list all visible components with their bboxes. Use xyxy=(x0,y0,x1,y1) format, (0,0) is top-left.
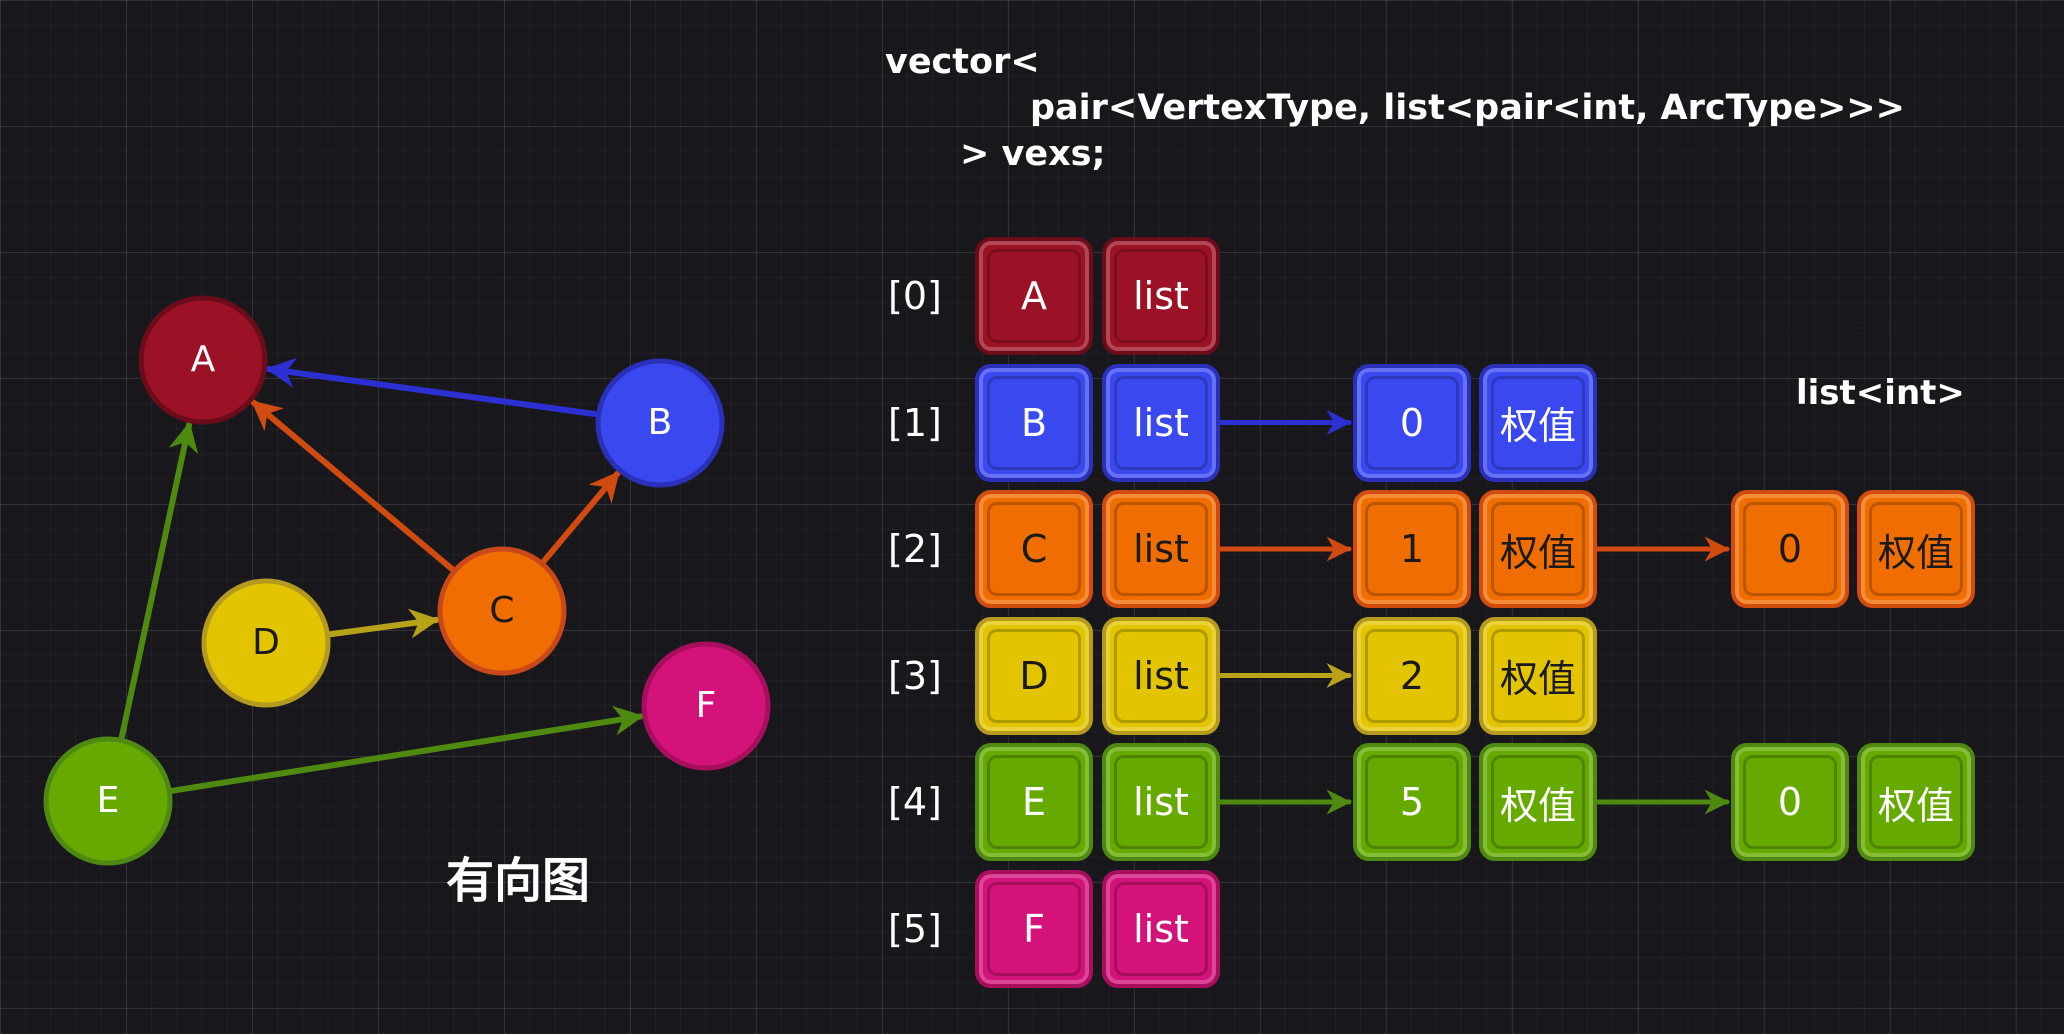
arc-index-cell-1-0-text: 0 xyxy=(1399,400,1425,445)
row-index-2: [2] xyxy=(888,527,942,571)
edge-B-to-A xyxy=(265,357,600,418)
graph-node-D xyxy=(201,578,331,708)
arc-weight-cell-1-0-text: 权值 xyxy=(1499,404,1576,448)
vertex-cell-0-text: A xyxy=(1021,274,1047,318)
list-cell-3-text: list xyxy=(1133,653,1189,698)
graph-node-C xyxy=(437,546,567,676)
arc-index-cell-4-1-text: 0 xyxy=(1777,780,1803,824)
arc-index-cell-2-0-text: 1 xyxy=(1399,527,1425,571)
arc-index-cell-2-1: 0 xyxy=(1731,490,1849,608)
graph-node-label-E: E xyxy=(96,780,120,821)
vertex-cell-3: D xyxy=(975,616,1093,735)
row-index-0: [0] xyxy=(888,274,942,318)
list-cell-4: list xyxy=(1102,743,1220,861)
arc-index-cell-1-0: 0 xyxy=(1353,363,1471,482)
arc-index-cell-2-1-text: 0 xyxy=(1777,527,1803,571)
row-index-4: [4] xyxy=(888,780,942,824)
graph-node-label-B: B xyxy=(647,402,673,443)
arc-index-cell-3-0-text: 2 xyxy=(1399,653,1425,698)
arc-index-cell-3-0: 2 xyxy=(1353,616,1471,735)
vertex-cell-5: F xyxy=(975,869,1093,988)
row-index-5: [5] xyxy=(888,906,942,951)
vertex-cell-0: A xyxy=(975,237,1093,355)
graph-node-F xyxy=(641,641,771,771)
arc-weight-cell-3-0-text: 权值 xyxy=(1499,657,1576,701)
arc-weight-cell-4-1: 权值 xyxy=(1857,743,1975,861)
arc-weight-cell-3-0: 权值 xyxy=(1479,616,1597,735)
graph-node-A xyxy=(138,295,268,425)
graph-node-B xyxy=(595,358,725,488)
code-line-2: pair<VertexType, list<pair<int, ArcType>… xyxy=(1030,88,1905,128)
edge-D-to-C xyxy=(326,608,440,639)
vertex-cell-1: B xyxy=(975,363,1093,482)
vertex-cell-5-text: F xyxy=(1023,906,1045,951)
arc-index-cell-2-0: 1 xyxy=(1353,490,1471,608)
graph-node-label-F: F xyxy=(695,685,717,726)
arc-weight-cell-2-1: 权值 xyxy=(1857,490,1975,608)
arc-weight-cell-2-0: 权值 xyxy=(1479,490,1597,608)
list-cell-3: list xyxy=(1102,616,1220,735)
vertex-cell-4: E xyxy=(975,743,1093,861)
edge-C-to-A xyxy=(250,399,456,573)
graph-node-label-C: C xyxy=(489,590,515,631)
code-line-3: > vexs; xyxy=(960,134,1106,174)
arc-index-cell-4-0-text: 5 xyxy=(1399,780,1425,824)
list-type-label: list<int> xyxy=(1796,373,1965,413)
edge-E-to-F xyxy=(168,705,644,794)
vertex-cell-4-text: E xyxy=(1021,780,1046,824)
edge-E-to-A xyxy=(118,421,199,742)
list-cell-5-text: list xyxy=(1133,906,1189,951)
list-cell-0-text: list xyxy=(1133,274,1189,318)
arc-index-cell-4-0: 5 xyxy=(1353,743,1471,861)
graph-title: 有向图 xyxy=(445,853,590,909)
arc-weight-cell-2-1-text: 权值 xyxy=(1877,530,1954,575)
graph-node-label-D: D xyxy=(252,622,280,663)
list-cell-5: list xyxy=(1102,869,1220,988)
vertex-cell-2: C xyxy=(975,490,1093,608)
arc-weight-cell-2-0-text: 权值 xyxy=(1499,530,1576,575)
row-index-3: [3] xyxy=(888,653,942,698)
arc-weight-cell-4-0-text: 权值 xyxy=(1499,783,1576,828)
row-index-1: [1] xyxy=(888,400,942,445)
list-cell-4-text: list xyxy=(1133,780,1189,824)
code-line-1: vector< xyxy=(885,42,1040,82)
list-cell-1-text: list xyxy=(1133,400,1189,445)
arc-weight-cell-4-0: 权值 xyxy=(1479,743,1597,861)
vertex-cell-3-text: D xyxy=(1019,653,1049,698)
graph-node-label-A: A xyxy=(190,339,216,380)
edge-C-to-B xyxy=(540,470,621,566)
list-cell-2-text: list xyxy=(1133,527,1189,571)
graph-node-E xyxy=(43,736,173,866)
list-cell-2: list xyxy=(1102,490,1220,608)
list-cell-0: list xyxy=(1102,237,1220,355)
list-cell-1: list xyxy=(1102,363,1220,482)
arc-weight-cell-4-1-text: 权值 xyxy=(1877,783,1954,828)
arc-index-cell-4-1: 0 xyxy=(1731,743,1849,861)
vertex-cell-1-text: B xyxy=(1020,400,1048,445)
vertex-cell-2-text: C xyxy=(1020,527,1048,571)
arc-weight-cell-1-0: 权值 xyxy=(1479,363,1597,482)
